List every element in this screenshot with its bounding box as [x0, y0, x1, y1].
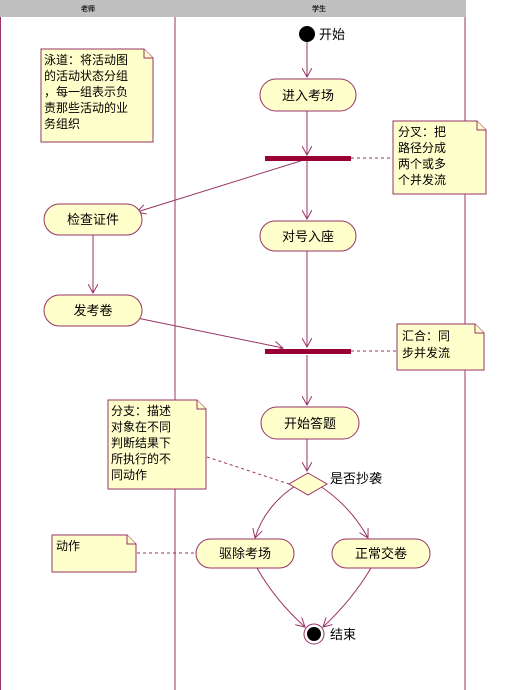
activity-check-id: 检查证件: [43, 203, 143, 236]
end-label: 结束: [330, 628, 356, 643]
note-fork-line-2: 路径分成: [398, 140, 446, 155]
note-swimlane-line-5: 务组织: [44, 116, 80, 131]
flow-decision-to-submit: [316, 483, 368, 538]
note-swimlane: 泳道：将活动图 的活动状态分组 ，每一组表示负 责那些活动的业 务组织: [40, 48, 154, 143]
activity-check-id-label: 检查证件: [67, 213, 119, 228]
note-fork: 分叉：把 路径分成 两个或多 个并发流: [392, 120, 487, 195]
activity-start-answering-label: 开始答题: [284, 416, 336, 432]
note-swimlane-line-1: 泳道：将活动图: [44, 53, 128, 67]
note-fork-line-3: 两个或多: [398, 157, 446, 171]
activity-start-answering: 开始答题: [260, 406, 360, 440]
note-fork-line-1: 分叉：把: [398, 125, 446, 139]
note-swimlane-line-3: ，每一组表示负: [44, 84, 128, 99]
flow-expel-to-end: [256, 567, 305, 627]
swimlane-teacher-title: 老师: [80, 4, 95, 13]
branch-note-connector: [206, 456, 290, 485]
activity-submit-normally: 正常交卷: [331, 538, 431, 569]
activity-submit-normally-label: 正常交卷: [355, 546, 407, 562]
join-bar: [265, 349, 351, 354]
fork-bar: [265, 156, 351, 161]
activity-expel: 驱除考场: [195, 538, 295, 569]
activity-distribute-paper: 发考卷: [43, 294, 143, 327]
note-branch-line-5: 同动作: [111, 468, 147, 482]
flow-submit-to-end: [323, 567, 372, 627]
note-action-line-1: 动作: [56, 539, 80, 553]
start-node: [299, 26, 315, 42]
activity-take-seat: 对号入座: [259, 220, 357, 252]
note-branch-line-2: 对象在不同: [111, 420, 171, 434]
note-swimlane-line-4: 责那些活动的业: [44, 100, 128, 115]
note-branch-line-3: 判断结果下: [111, 435, 171, 450]
note-branch-line-4: 所执行的不: [111, 451, 171, 466]
note-action: 动作: [51, 534, 137, 573]
start-label: 开始: [319, 28, 345, 43]
decision-label: 是否抄袭: [330, 472, 382, 487]
flow-distribute-to-join: [136, 317, 283, 348]
note-fork-line-4: 个并发流: [398, 172, 446, 187]
note-join-line-2: 步并发流: [402, 345, 450, 360]
activity-distribute-paper-label: 发考卷: [73, 303, 112, 319]
flow-fork-to-check: [137, 158, 308, 212]
activity-enter-exam-room-label: 进入考场: [282, 89, 334, 104]
note-branch: 分支：描述 对象在不同 判断结果下 所执行的不 同动作: [107, 399, 207, 490]
activity-expel-label: 驱除考场: [219, 547, 271, 562]
note-branch-line-1: 分支：描述: [111, 404, 171, 418]
flow-decision-to-expel: [255, 483, 299, 538]
end-node: [303, 623, 325, 645]
swimlane-student-title: 学生: [312, 4, 326, 13]
note-join-line-1: 汇合：同: [402, 328, 450, 343]
note-join: 汇合：同 步并发流: [396, 323, 485, 371]
note-swimlane-line-2: 的活动状态分组: [44, 68, 128, 83]
activity-take-seat-label: 对号入座: [282, 230, 334, 245]
swimlane-header: [0, 0, 466, 17]
decision-diamond: [288, 472, 328, 496]
activity-enter-exam-room: 进入考场: [259, 78, 357, 112]
